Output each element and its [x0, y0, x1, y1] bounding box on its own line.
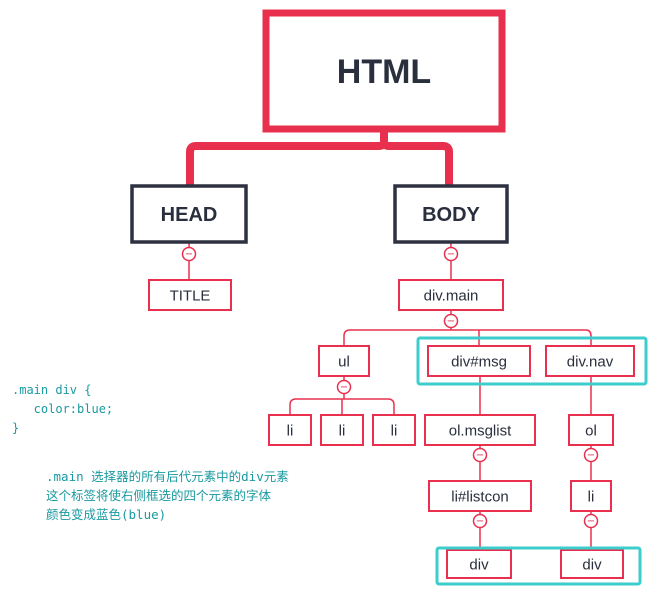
node-div-msg: div#msg	[427, 345, 531, 377]
connector-html-body	[380, 131, 453, 186]
node-label: TITLE	[170, 287, 211, 304]
node-ol-msglist: ol.msglist	[424, 414, 536, 446]
node-box	[427, 345, 531, 377]
node-div-2: div	[560, 549, 624, 579]
collapse-symbol: −	[587, 516, 595, 527]
collapse-symbol: −	[447, 316, 455, 327]
node-box	[393, 184, 509, 244]
node-box	[428, 480, 532, 512]
highlight-box-bottom	[435, 546, 642, 586]
selection-highlights	[416, 336, 648, 586]
collapse-symbol: −	[447, 249, 455, 260]
node-label: HEAD	[161, 204, 218, 226]
node-box	[262, 9, 506, 133]
highlight-box-top	[416, 336, 648, 386]
node-label: div.nav	[567, 353, 614, 370]
node-label: HTML	[337, 53, 431, 91]
node-label: div#msg	[451, 353, 507, 370]
collapse-minus-icon[interactable]	[443, 313, 459, 329]
collapse-minus-icon[interactable]	[443, 246, 459, 262]
node-box	[560, 549, 624, 579]
collapse-symbol: −	[185, 249, 193, 260]
node-div-1: div	[446, 549, 512, 579]
node-div-nav: div.nav	[545, 345, 635, 377]
node-ol: ol	[568, 414, 614, 446]
note-line-1: .main 选择器的所有后代元素中的div元素	[46, 469, 289, 484]
node-title: TITLE	[148, 279, 232, 311]
node-label: div.main	[424, 287, 479, 304]
connector-divmain-children	[343, 311, 592, 346]
code-line-3: }	[12, 421, 20, 435]
node-box	[318, 345, 370, 377]
node-box	[268, 414, 312, 446]
collapse-minus-icon[interactable]	[583, 447, 599, 463]
node-box	[398, 279, 504, 311]
node-li-1: li	[268, 414, 312, 446]
node-li-nav: li	[570, 480, 612, 512]
node-box	[372, 414, 416, 446]
node-box	[446, 549, 512, 579]
connector-html-head	[186, 131, 388, 186]
node-label: li#listcon	[451, 488, 509, 505]
node-html: HTML	[262, 9, 506, 133]
tree-nodes: HTML HEAD BODY TITLE div.main ul div#msg div.na…	[130, 9, 635, 579]
collapse-minus-icon[interactable]	[181, 246, 197, 262]
node-box	[320, 414, 364, 446]
node-box	[148, 279, 232, 311]
node-label: ul	[338, 353, 350, 370]
node-div-main: div.main	[398, 279, 504, 311]
collapse-minus-icon[interactable]	[336, 379, 352, 395]
code-line-1: .main div {	[12, 383, 92, 397]
node-label: li	[391, 422, 398, 439]
node-label: div	[469, 556, 489, 573]
node-box	[130, 184, 248, 244]
node-head: HEAD	[130, 184, 248, 244]
note-line-3: 颜色变成蓝色(blue)	[46, 507, 167, 522]
node-li-2: li	[320, 414, 364, 446]
collapse-minus-icon[interactable]	[583, 513, 599, 529]
node-label: ol	[585, 422, 597, 439]
node-label: BODY	[422, 204, 480, 226]
explanation-note: .main 选择器的所有后代元素中的div元素 这个标签将使右侧框选的四个元素的…	[46, 467, 289, 524]
collapse-symbol: −	[476, 516, 484, 527]
node-li-3: li	[372, 414, 416, 446]
node-label: li	[287, 422, 294, 439]
collapse-minus-icon[interactable]	[472, 447, 488, 463]
node-label: li	[588, 488, 595, 505]
node-box	[424, 414, 536, 446]
collapse-symbol: −	[340, 382, 348, 393]
node-body: BODY	[393, 184, 509, 244]
node-label: li	[339, 422, 346, 439]
node-label: div	[582, 556, 602, 573]
note-line-2: 这个标签将使右侧框选的四个元素的字体	[46, 488, 272, 503]
node-box	[545, 345, 635, 377]
node-ul: ul	[318, 345, 370, 377]
collapse-symbol: −	[587, 450, 595, 461]
node-box	[568, 414, 614, 446]
node-box	[570, 480, 612, 512]
node-label: ol.msglist	[449, 422, 512, 439]
collapse-minus-icon[interactable]	[472, 513, 488, 529]
css-code-snippet: .main div { color:blue; }	[12, 381, 113, 438]
collapse-symbol: −	[476, 450, 484, 461]
node-li-listcon: li#listcon	[428, 480, 532, 512]
code-line-2: color:blue;	[12, 402, 114, 416]
